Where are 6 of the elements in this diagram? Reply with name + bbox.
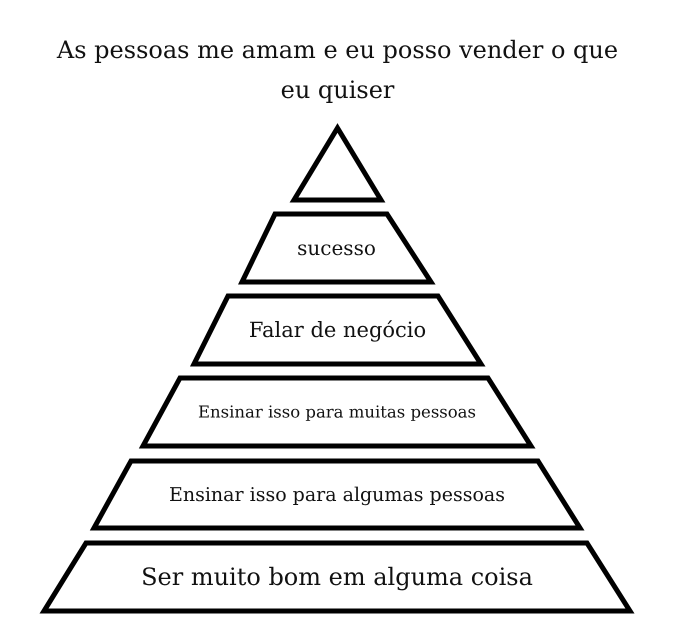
pyramid-title: As pessoas me amam e eu posso vender o que eu quiser bbox=[56, 35, 620, 106]
tier-label: Falar de negócio bbox=[248, 318, 426, 342]
tier-label: sucesso bbox=[297, 236, 376, 260]
tier-label: Ser muito bom em alguma coisa bbox=[141, 563, 533, 591]
tier-label: Ensinar isso para muitas pessoas bbox=[198, 402, 476, 422]
tier-label: Ensinar isso para algumas pessoas bbox=[169, 484, 505, 506]
